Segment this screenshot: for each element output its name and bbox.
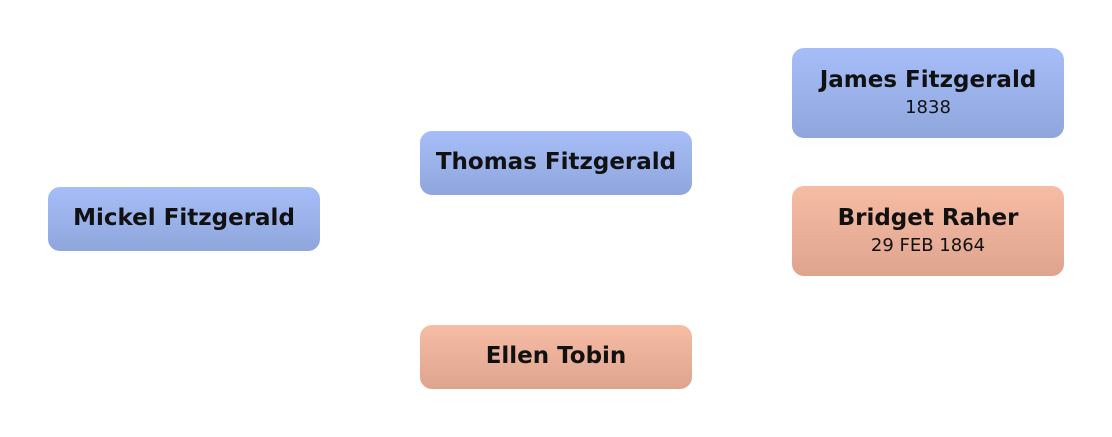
person-name: Ellen Tobin: [485, 343, 627, 370]
person-box-ellen-tobin[interactable]: Ellen Tobin: [420, 325, 692, 389]
person-box-james-fitzgerald[interactable]: James Fitzgerald 1838: [792, 48, 1064, 138]
person-name: Bridget Raher: [837, 205, 1019, 232]
person-date: 29 FEB 1864: [870, 235, 986, 256]
person-box-mickel-fitzgerald[interactable]: Mickel Fitzgerald: [48, 187, 320, 251]
person-name: Mickel Fitzgerald: [73, 205, 295, 232]
person-name: Thomas Fitzgerald: [435, 149, 677, 176]
person-date: 1838: [905, 97, 951, 118]
person-box-thomas-fitzgerald[interactable]: Thomas Fitzgerald: [420, 131, 692, 195]
person-box-bridget-raher[interactable]: Bridget Raher 29 FEB 1864: [792, 186, 1064, 276]
person-name: James Fitzgerald: [819, 67, 1037, 94]
